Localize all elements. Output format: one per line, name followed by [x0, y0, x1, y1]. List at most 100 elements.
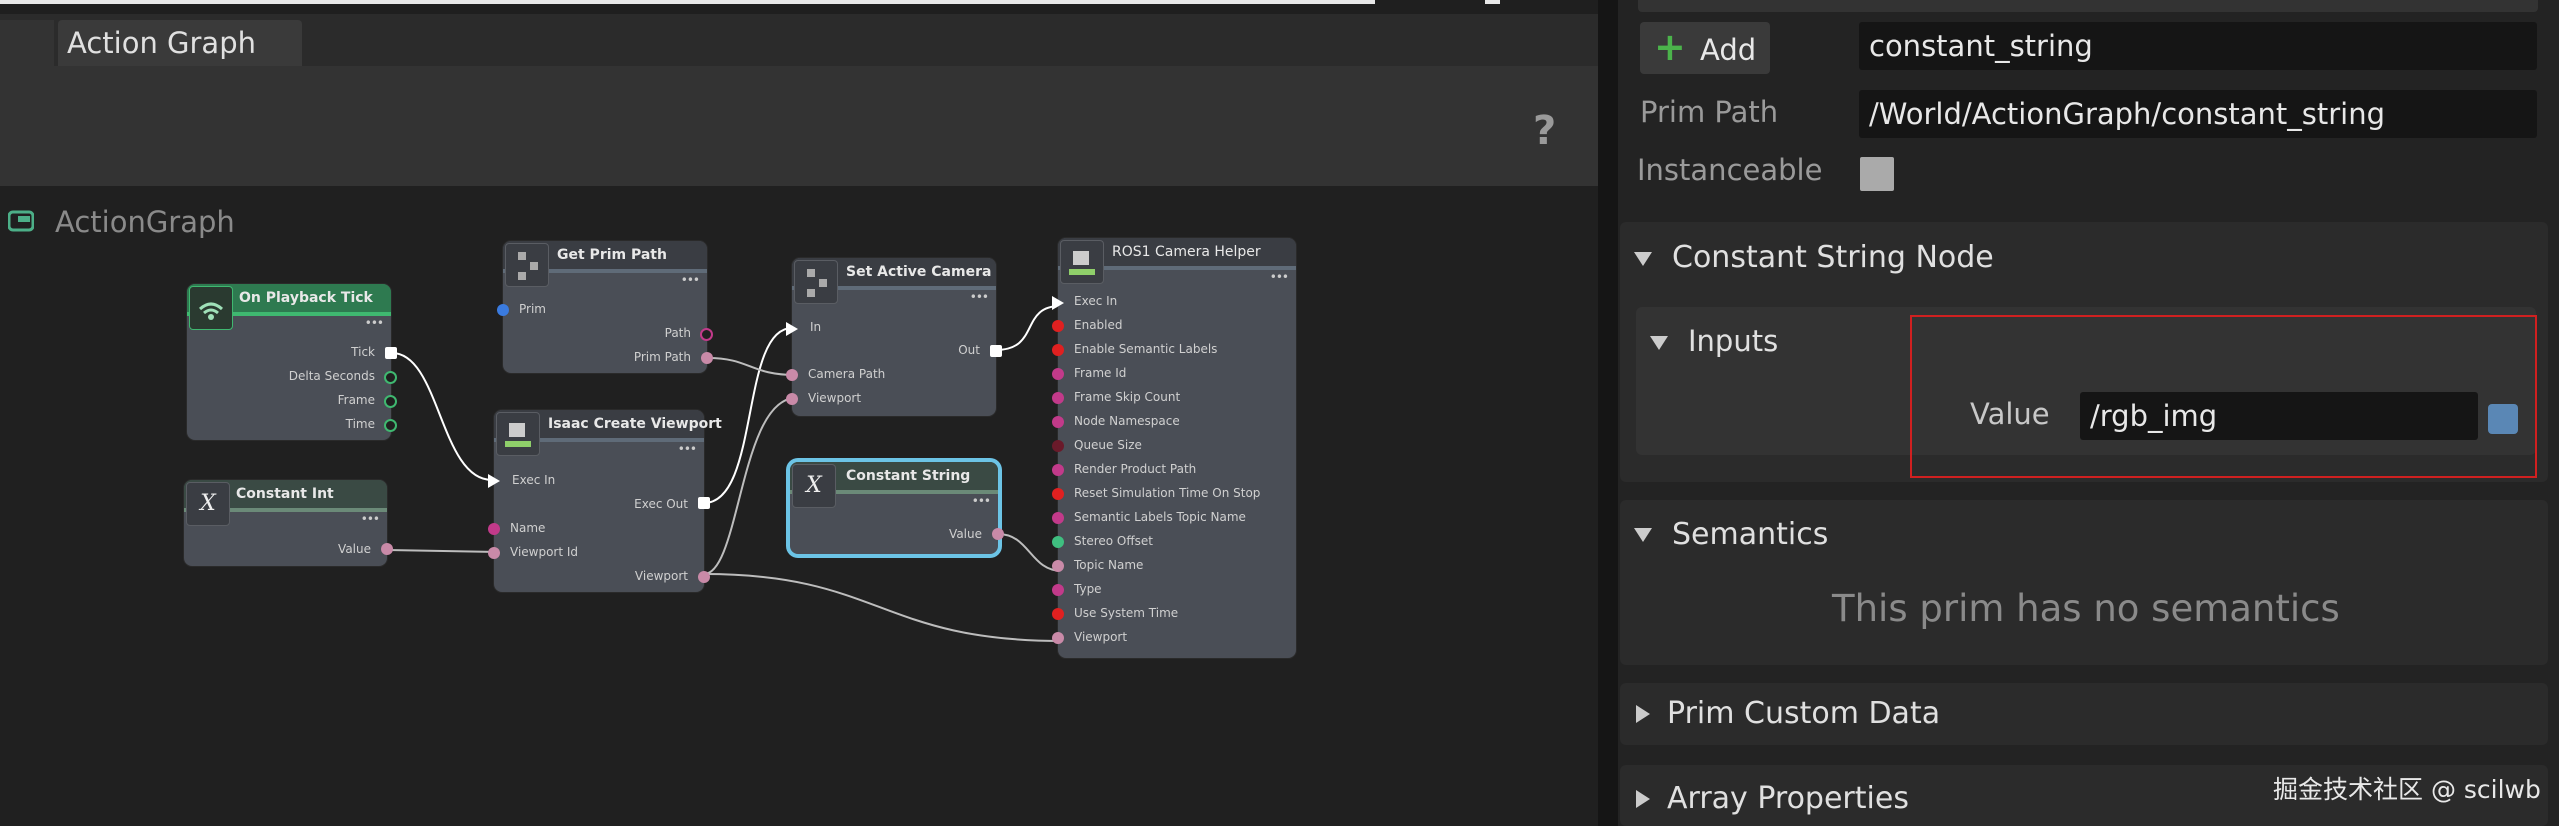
- expand-icon[interactable]: [1636, 705, 1650, 723]
- port-in[interactable]: [488, 523, 500, 535]
- node-on-playback-tick[interactable]: On Playback Tick ••• Tick Delta Seconds …: [187, 284, 397, 440]
- port-in[interactable]: [1052, 536, 1064, 548]
- node-stripe: [792, 286, 996, 290]
- node-constant-int[interactable]: X Constant Int ••• Value: [184, 480, 393, 566]
- value-color-swatch[interactable]: [2488, 404, 2518, 434]
- node-stripe: [184, 508, 387, 512]
- port-in[interactable]: [1052, 320, 1064, 332]
- port-label: Delta Seconds: [288, 369, 375, 383]
- section-title[interactable]: Array Properties: [1667, 781, 1909, 816]
- port-in[interactable]: [1052, 584, 1064, 596]
- port-label: Exec In: [1074, 294, 1118, 308]
- port-exec-out[interactable]: [698, 497, 710, 509]
- port-in[interactable]: [1052, 560, 1064, 572]
- panel-header: [1638, 0, 2538, 12]
- port-label: Value: [338, 542, 371, 556]
- port-exec-in[interactable]: [1052, 296, 1064, 310]
- node-menu-icon[interactable]: •••: [364, 316, 384, 330]
- port-label: Enabled: [1074, 318, 1123, 332]
- section-prim-custom-data: [1620, 683, 2548, 745]
- node-isaac-create-viewport[interactable]: Isaac Create Viewport ••• Exec In Exec O…: [488, 410, 722, 592]
- port-exec-in[interactable]: [786, 322, 798, 336]
- port-out[interactable]: [384, 371, 397, 384]
- port-in[interactable]: [786, 369, 798, 381]
- wire-tick-execin: [391, 352, 493, 481]
- port-out[interactable]: [992, 528, 1004, 540]
- port-out[interactable]: [698, 571, 710, 583]
- port-exec-out[interactable]: [990, 345, 1002, 357]
- collapse-icon[interactable]: [1650, 336, 1668, 350]
- collapse-icon[interactable]: [1634, 528, 1652, 542]
- robot-icon: [1060, 240, 1104, 284]
- instanceable-label: Instanceable: [1637, 153, 1823, 187]
- collapse-icon[interactable]: [1634, 252, 1652, 266]
- node-title: Get Prim Path: [557, 247, 667, 263]
- node-stripe: [790, 490, 998, 494]
- port-in[interactable]: [1052, 344, 1064, 356]
- port-in[interactable]: [1052, 512, 1064, 524]
- node-menu-icon[interactable]: •••: [680, 273, 700, 287]
- highlight-box: [1910, 315, 2537, 478]
- no-semantics-text: This prim has no semantics: [1832, 587, 2340, 630]
- node-menu-icon[interactable]: •••: [677, 442, 697, 456]
- port-in[interactable]: [1052, 392, 1064, 404]
- node-stripe: [1058, 266, 1296, 270]
- port-label: Tick: [351, 345, 375, 359]
- port-exec-in[interactable]: [488, 474, 500, 488]
- inputs-title[interactable]: Inputs: [1688, 324, 1779, 358]
- top-strip: [0, 0, 1500, 4]
- prim-path-field[interactable]: /World/ActionGraph/constant_string: [1859, 90, 2537, 138]
- node-title: Constant Int: [236, 486, 334, 502]
- port-out[interactable]: [381, 543, 393, 555]
- node-menu-icon[interactable]: •••: [971, 494, 991, 508]
- port-in[interactable]: [488, 547, 500, 559]
- port-in[interactable]: [1052, 608, 1064, 620]
- port-in[interactable]: [786, 393, 798, 405]
- value-label: Value: [1970, 397, 2050, 431]
- instanceable-checkbox[interactable]: [1860, 157, 1894, 191]
- port-label: Viewport: [634, 569, 688, 583]
- node-menu-icon[interactable]: •••: [360, 512, 380, 526]
- section-semantics: [1620, 500, 2548, 665]
- node-constant-string[interactable]: X Constant String ••• Value: [790, 462, 1004, 554]
- port-in[interactable]: [1052, 464, 1064, 476]
- port-out[interactable]: [384, 419, 397, 432]
- port-label: Topic Name: [1074, 558, 1144, 572]
- wire-int-viewportid: [387, 549, 499, 553]
- prim-path-value: /World/ActionGraph/constant_string: [1869, 97, 2386, 131]
- port-out[interactable]: [700, 328, 713, 341]
- tab-action-graph[interactable]: Action Graph: [58, 20, 302, 66]
- expand-icon[interactable]: [1636, 790, 1650, 808]
- port-exec-out[interactable]: [385, 347, 397, 359]
- port-out[interactable]: [384, 395, 397, 408]
- port-in[interactable]: [1052, 488, 1064, 500]
- port-label: Prim Path: [633, 350, 691, 364]
- wire-out-execin: [995, 305, 1061, 351]
- question-icon[interactable]: ?: [1533, 108, 1557, 154]
- port-out[interactable]: [701, 352, 713, 364]
- node-get-prim-path[interactable]: Get Prim Path ••• Prim Path Prim Path: [497, 241, 713, 373]
- add-button[interactable]: + Add: [1640, 22, 1770, 74]
- panel-divider[interactable]: [1598, 0, 1618, 826]
- port-in[interactable]: [1052, 368, 1064, 380]
- section-title[interactable]: Constant String Node: [1672, 240, 1994, 275]
- port-in[interactable]: [1052, 440, 1064, 452]
- name-field[interactable]: constant_string: [1859, 22, 2537, 70]
- tab-previous[interactable]: [0, 20, 54, 66]
- section-title[interactable]: Semantics: [1672, 517, 1829, 552]
- port-label: Enable Semantic Labels: [1074, 342, 1218, 356]
- port-label: In: [810, 320, 822, 334]
- node-menu-icon[interactable]: •••: [969, 290, 989, 304]
- node-menu-icon[interactable]: •••: [1269, 270, 1289, 284]
- node-stripe: [494, 438, 704, 442]
- value-field[interactable]: /rgb_img: [2080, 392, 2478, 440]
- port-in[interactable]: [497, 304, 509, 316]
- plus-icon: +: [1654, 25, 1686, 69]
- port-in[interactable]: [1052, 416, 1064, 428]
- port-in[interactable]: [1052, 632, 1064, 644]
- section-title[interactable]: Prim Custom Data: [1667, 696, 1941, 731]
- node-set-active-camera[interactable]: Set Active Camera ••• In Out Camera Path…: [786, 258, 1002, 416]
- port-label: Exec Out: [634, 497, 688, 511]
- port-label: Name: [510, 521, 546, 535]
